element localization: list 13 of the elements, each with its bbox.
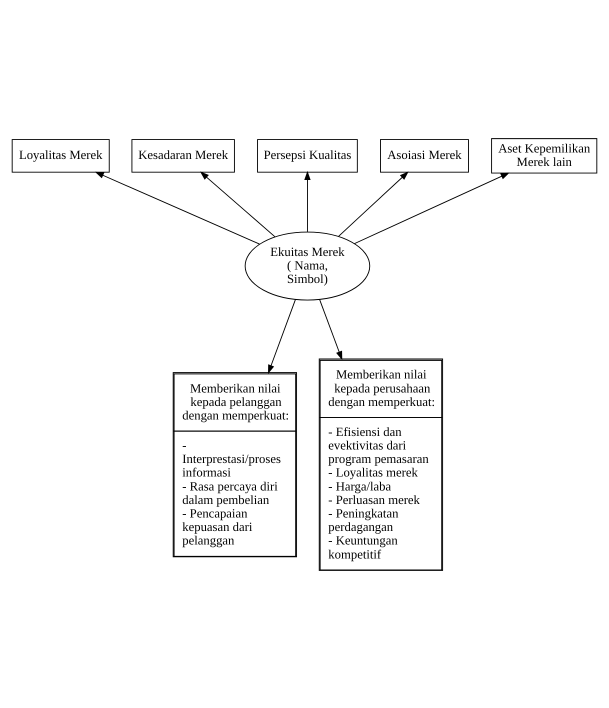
node-box: Aset Kepemilikan Merek lain (491, 138, 598, 174)
arrow (304, 170, 311, 232)
arrow (268, 298, 296, 374)
arrow (94, 171, 260, 244)
node-box: Kesadaran Merek (131, 138, 235, 172)
arrow (319, 298, 342, 360)
arrow (354, 172, 510, 244)
arrow (200, 170, 276, 237)
node-box: Loyalitas Merek (12, 138, 110, 172)
node-ellipse: Ekuitas Merek ( Nama, Simbol) (244, 231, 370, 300)
node-box: Asoiasi Merek (380, 138, 469, 172)
arrow (338, 170, 409, 236)
node-box: Persepsi Kualitas (257, 138, 358, 172)
